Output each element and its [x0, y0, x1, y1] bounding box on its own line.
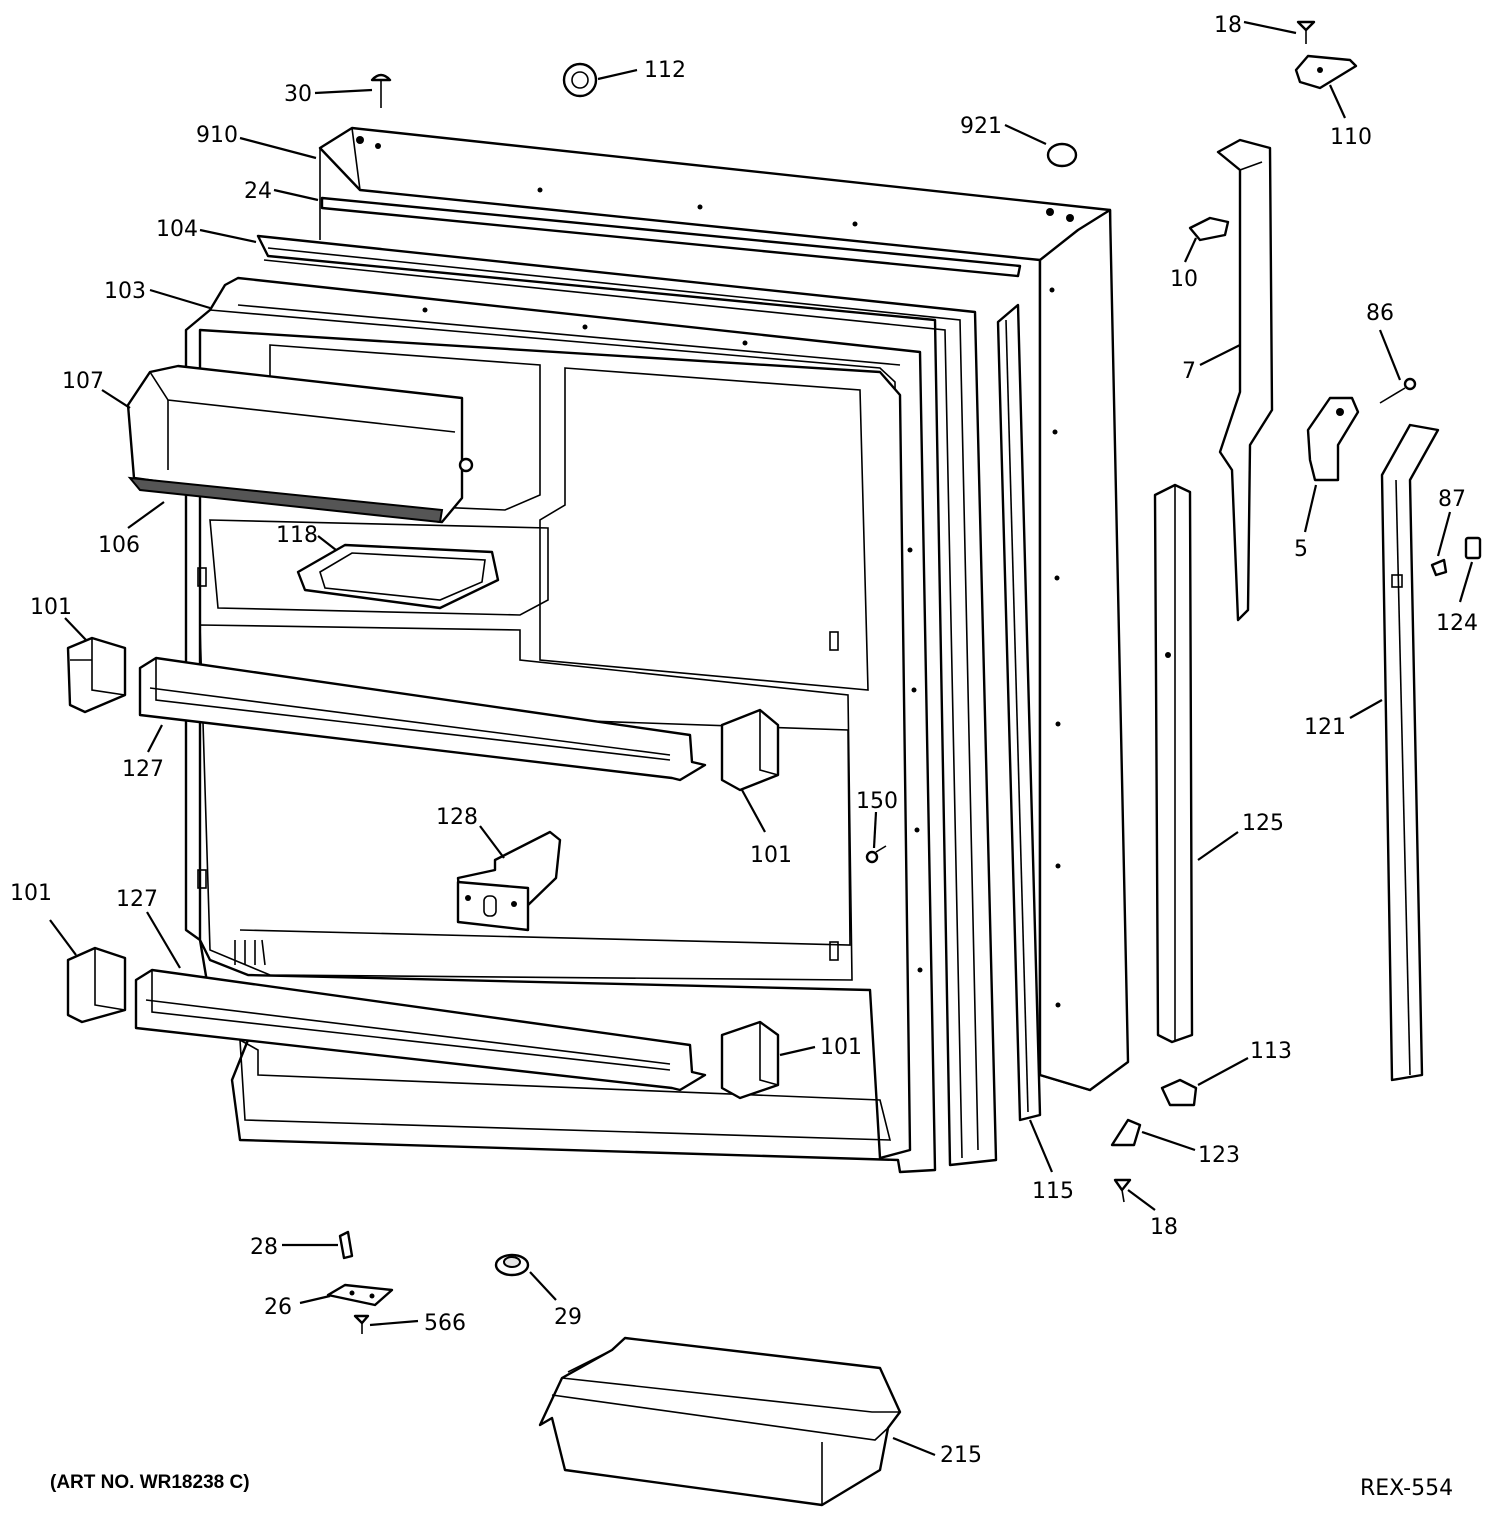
- callout-125: 125: [1242, 811, 1284, 836]
- shelf-divider-clip-128: [456, 830, 562, 932]
- plug-112: [562, 62, 598, 98]
- callout-921: 921: [960, 114, 1002, 139]
- callout-18-bottom: 18: [1150, 1215, 1178, 1240]
- butter-tray-118: [296, 543, 500, 610]
- shelf-bracket-101-lower-left: [66, 946, 127, 1024]
- screw-18-bottom: [1113, 1178, 1132, 1203]
- callout-7: 7: [1182, 359, 1196, 384]
- drawing-code-label: REX-554: [1360, 1476, 1453, 1501]
- shelf-bar-127-upper: [138, 656, 707, 782]
- callout-101-upper-right: 101: [750, 843, 792, 868]
- screw-30: [370, 73, 392, 108]
- callout-124: 124: [1436, 611, 1478, 636]
- callout-86: 86: [1366, 301, 1394, 326]
- callout-121: 121: [1304, 715, 1346, 740]
- shelf-bracket-101-upper-left: [66, 636, 127, 714]
- callout-28: 28: [250, 1235, 278, 1260]
- screw-86: [1379, 377, 1417, 404]
- callout-29: 29: [554, 1305, 582, 1330]
- callout-110: 110: [1330, 125, 1372, 150]
- callout-87: 87: [1438, 487, 1466, 512]
- screw-150: [865, 845, 887, 864]
- gasket-strip-115: [996, 303, 1042, 1122]
- door-gasket-104: [256, 234, 998, 1167]
- callout-labels: 18 110 112 30 910 921 24 104 103 10 7 86…: [10, 13, 1478, 1468]
- callout-24: 24: [244, 179, 272, 204]
- callout-127-lower: 127: [116, 887, 158, 912]
- trim-strip-125: [1153, 483, 1194, 1044]
- callout-101-lower-right: 101: [820, 1035, 862, 1060]
- callout-215: 215: [940, 1443, 982, 1468]
- callout-150: 150: [856, 789, 898, 814]
- hinge-pin-28: [338, 1230, 354, 1260]
- shelf-bracket-101-lower-right: [720, 1020, 780, 1100]
- plug-921: [1046, 142, 1078, 168]
- door-stop-5: [1306, 396, 1360, 482]
- hinge-plate-113: [1160, 1078, 1198, 1107]
- callout-127-upper: 127: [122, 757, 164, 782]
- screw-18-top: [1296, 20, 1316, 44]
- leader-lines: [49, 20, 1474, 1457]
- shelf-bracket-101-upper-right: [720, 708, 780, 792]
- callout-10: 10: [1170, 267, 1198, 292]
- callout-103: 103: [104, 279, 146, 304]
- dairy-door-trim-106: [127, 476, 444, 524]
- handle-cap-124: [1464, 536, 1482, 560]
- top-trim-strip-24: [320, 196, 1022, 278]
- bushing-29: [494, 1253, 530, 1277]
- callout-18-top: 18: [1214, 13, 1242, 38]
- callout-112: 112: [644, 58, 686, 83]
- door-handle-121: [1380, 423, 1440, 1082]
- callout-115: 115: [1032, 1179, 1074, 1204]
- hinge-bracket-123: [1110, 1118, 1142, 1147]
- callout-123: 123: [1198, 1143, 1240, 1168]
- door-bin-215: [538, 1336, 902, 1507]
- art-number-label: (ART NO. WR18238 C): [50, 1472, 250, 1493]
- callout-106: 106: [98, 533, 140, 558]
- callout-566: 566: [424, 1311, 466, 1336]
- hinge-pin-bracket-10: [1188, 216, 1230, 242]
- callout-128: 128: [436, 805, 478, 830]
- hinge-bracket-110: [1294, 54, 1358, 90]
- hinge-shim-26: [326, 1283, 394, 1307]
- callout-26: 26: [264, 1295, 292, 1320]
- callout-5: 5: [1294, 537, 1308, 562]
- callout-107: 107: [62, 369, 104, 394]
- outer-door-panel-910: [318, 126, 1130, 1092]
- screw-87: [1430, 558, 1448, 577]
- callout-30: 30: [284, 82, 312, 107]
- callout-113: 113: [1250, 1039, 1292, 1064]
- callout-104: 104: [156, 217, 198, 242]
- callout-118: 118: [276, 523, 318, 548]
- callout-101-upper-left: 101: [30, 595, 72, 620]
- callout-910: 910: [196, 123, 238, 148]
- screw-566: [353, 1314, 370, 1334]
- hinge-7: [1216, 138, 1274, 622]
- shelf-bar-127-lower: [134, 968, 707, 1092]
- callout-101-lower-left: 101: [10, 881, 52, 906]
